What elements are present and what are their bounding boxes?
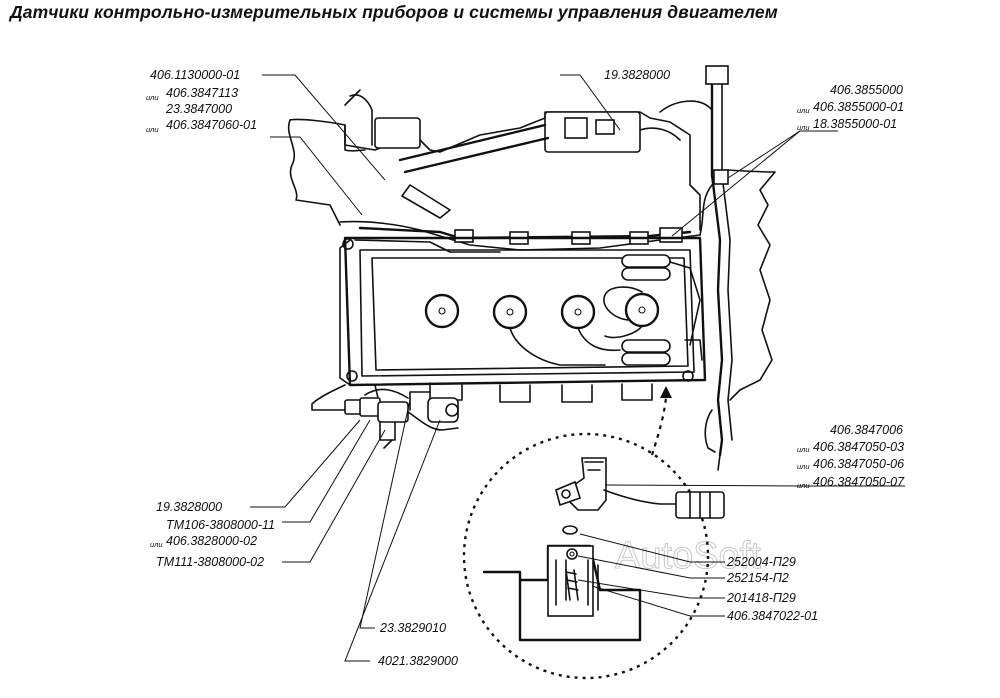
watermark: AutoSoft [615,535,761,577]
detail-callout-arrow [650,397,668,456]
label-part: 18.3855000-01 [813,117,897,131]
label-part: 406.3847006 [830,423,903,437]
label-part: 406.3847050-06 [813,457,904,471]
label-part: 406.3847050-07 [813,475,905,489]
label-part: 252004-П29 [726,555,796,569]
label-or: или [146,93,159,102]
label-part: 406.3855000-01 [813,100,904,114]
label-or: или [797,481,810,490]
label-or: или [797,445,810,454]
head-cover [339,236,707,387]
labels-top-left: 406.1130000-01 или 406.3847113 23.384700… [146,68,257,134]
labels-top-right: 406.3855000 или 406.3855000-01 или 18.38… [797,83,904,132]
label-part: 406.1130000-01 [150,68,240,82]
label-part: 406.3847050-03 [813,440,904,454]
label-part: 4021.3829000 [378,654,458,668]
spark-plug-wells [424,286,660,366]
label-part: 19.3828000 [156,500,222,514]
label-part: 406.3847060-01 [166,118,257,132]
arrowhead [660,386,672,398]
labels-left-bottom: 19.3828000 ТМ106-3808000-11 или 406.3828… [150,500,275,569]
label-or: или [797,106,810,115]
label-or: или [150,540,163,549]
label-part: 19.3828000 [604,68,670,82]
leader-lines [250,74,905,662]
label-part: 23.3829010 [379,621,446,635]
fuel-rail [339,220,701,253]
label-part: 23.3847000 [165,102,232,116]
label-part: 406.3847113 [166,86,238,100]
page-title: Датчики контрольно-измерительных приборо… [10,2,778,22]
label-or: или [797,462,810,471]
label-part: 406.3847022-01 [727,609,818,623]
labels-bottom-center: 23.3829010 4021.3829000 [378,621,458,668]
labels-right-sensor: 406.3847006 или 406.3847050-03 или 406.3… [797,423,905,490]
label-part: 252154-П2 [726,571,789,585]
engine-block-outline [287,89,776,391]
detail-circle [462,432,710,680]
label-part: 201418-П29 [726,591,796,605]
left-sensor-cluster [311,384,459,449]
label-part: 406.3828000-02 [166,534,257,548]
label-part: 406.3855000 [830,83,903,97]
ignition-coils [621,254,703,366]
label-or: или [797,123,810,132]
wiring-harness-right [699,65,741,471]
labels-right-bracket: 252004-П29 252154-П2 201418-П29 406.3847… [726,555,818,623]
label-part: ТМ111-3808000-02 [156,555,264,569]
label-or: или [146,125,159,134]
camshaft-sensor-detail [555,457,725,519]
label-part: ТМ106-3808000-11 [166,518,275,532]
